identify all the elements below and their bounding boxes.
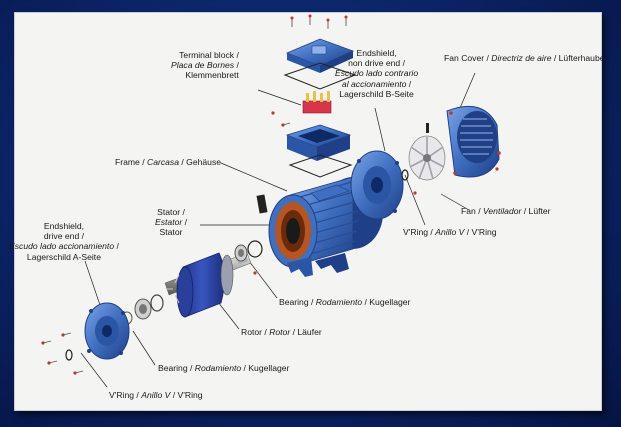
fan-clip bbox=[426, 123, 429, 133]
label-bearing-drive-end: Bearing / Rodamiento / Kugellager bbox=[158, 363, 290, 373]
label-bearing-non-drive-end: Bearing / Rodamiento / Kugellager bbox=[279, 297, 411, 307]
v-ring-non-drive-end bbox=[401, 169, 409, 181]
lid-screws bbox=[291, 17, 347, 29]
bearing-drive-end bbox=[121, 294, 164, 325]
fan-cover bbox=[446, 105, 501, 178]
rotor bbox=[164, 252, 252, 318]
leader-lines bbox=[80, 72, 476, 388]
endshield-non-drive-end bbox=[350, 150, 404, 220]
label-stator: Stator / Estator / Stator bbox=[155, 207, 188, 238]
label-terminal-block: Terminal block / Placa de Bornes / Klemm… bbox=[171, 50, 239, 81]
terminal-gasket bbox=[283, 62, 357, 90]
terminal-box-lid bbox=[285, 38, 355, 73]
v-ring-drive-end bbox=[65, 349, 73, 361]
endshield-drive-end bbox=[84, 302, 130, 360]
label-fan: Fan / Ventilador / Lüfter bbox=[461, 206, 551, 216]
exploded-view-panel: Terminal block / Placa de Bornes / Klemm… bbox=[9, 12, 605, 411]
motor-exploded-diagram bbox=[41, 14, 501, 388]
label-endshield-drive-end: Endshield, drive end / Escudo lado accio… bbox=[9, 221, 119, 262]
label-endshield-non-drive-end: Endshield, non drive end / Escudo lado c… bbox=[335, 48, 419, 99]
label-frame: Frame / Carcasa / Gehäuse bbox=[115, 157, 222, 167]
motor-frame bbox=[268, 176, 383, 277]
label-fan-cover: Fan Cover / Directriz de aire / Lüfterha… bbox=[444, 53, 605, 63]
label-v-ring-drive-end: V'Ring / Anillo V / V'Ring bbox=[109, 390, 203, 400]
terminal-box-base bbox=[285, 124, 352, 161]
bearing-non-drive-end bbox=[234, 240, 263, 262]
terminal-base-gasket bbox=[288, 154, 353, 178]
label-rotor: Rotor / Rotor / Läufer bbox=[241, 327, 322, 337]
label-v-ring-non-drive-end: V'Ring / Anillo V / V'Ring bbox=[403, 227, 497, 237]
nameplate bbox=[256, 194, 268, 214]
terminal-block-part bbox=[302, 91, 332, 114]
cooling-fan bbox=[408, 135, 446, 181]
